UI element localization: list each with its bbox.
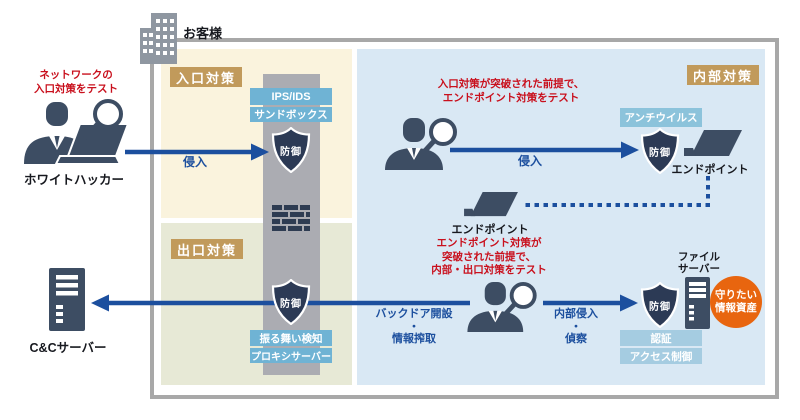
tag-access-control: アクセス制御 bbox=[620, 348, 702, 364]
firewall-icon bbox=[272, 205, 310, 238]
internal-recon-label: 内部侵入 ・ 偵察 bbox=[554, 308, 598, 346]
tag-behavior-detection: 振る舞い検知 bbox=[250, 330, 332, 346]
tag-sandbox: サンドボックス bbox=[250, 107, 332, 122]
tag-antivirus: アンチウイルス bbox=[620, 108, 702, 127]
shield-endpoint-label: 防御 bbox=[649, 148, 671, 159]
endpoint1-laptop-icon bbox=[684, 130, 742, 163]
shield-endpoint-icon: 防御 bbox=[640, 128, 680, 174]
shield-exit-icon: 防御 bbox=[271, 279, 311, 325]
internal-zone-title: 内部対策 bbox=[687, 65, 759, 85]
test-note-internal-exit: エンドポイント対策が 突破された前提で、 内部・出口対策をテスト bbox=[431, 237, 547, 277]
tag-proxy-server: プロキシサーバー bbox=[250, 348, 332, 363]
tag-ips-ids: IPS/IDS bbox=[250, 88, 332, 105]
entrance-intrusion-label: 侵入 bbox=[182, 155, 207, 169]
cc-server-icon bbox=[49, 268, 85, 336]
hacker-internal-bottom-icon bbox=[464, 282, 542, 337]
endpoint1-label: エンドポイント bbox=[671, 164, 749, 176]
customer-label: お客様 bbox=[183, 26, 223, 41]
cc-server-label: C&Cサーバー bbox=[29, 341, 107, 355]
white-hacker-label: ホワイトハッカー bbox=[23, 173, 124, 187]
shield-entrance-label: 防御 bbox=[280, 147, 302, 158]
shield-fileserver-icon: 防御 bbox=[640, 282, 680, 328]
file-server-label: ファイル サーバー bbox=[678, 251, 720, 276]
internal-intrusion-label: 侵入 bbox=[517, 154, 542, 168]
exit-zone-title: 出口対策 bbox=[171, 239, 243, 259]
shield-exit-label: 防御 bbox=[280, 299, 302, 310]
endpoint2-label: エンドポイント bbox=[451, 224, 529, 236]
shield-entrance-icon: 防御 bbox=[271, 127, 311, 173]
test-note-network: ネットワークの 入口対策をテスト bbox=[34, 69, 118, 95]
hacker-internal-top-icon bbox=[383, 118, 461, 175]
backdoor-exfiltration-label: バックドア開設 ・ 情報搾取 bbox=[375, 308, 453, 346]
endpoint2-laptop-icon bbox=[462, 192, 520, 223]
shield-fileserver-label: 防御 bbox=[649, 302, 671, 313]
white-hacker-icon bbox=[16, 98, 134, 169]
protected-asset-badge: 守りたい 情報資産 bbox=[710, 276, 762, 328]
tag-authentication: 認証 bbox=[620, 330, 702, 346]
internal-zone-panel bbox=[357, 49, 765, 385]
test-note-endpoint: 入口対策が突破された前提で、 エンドポイント対策をテスト bbox=[437, 78, 585, 104]
file-server-icon bbox=[685, 277, 710, 334]
building-icon bbox=[140, 13, 177, 69]
entrance-zone-title: 入口対策 bbox=[170, 67, 242, 87]
